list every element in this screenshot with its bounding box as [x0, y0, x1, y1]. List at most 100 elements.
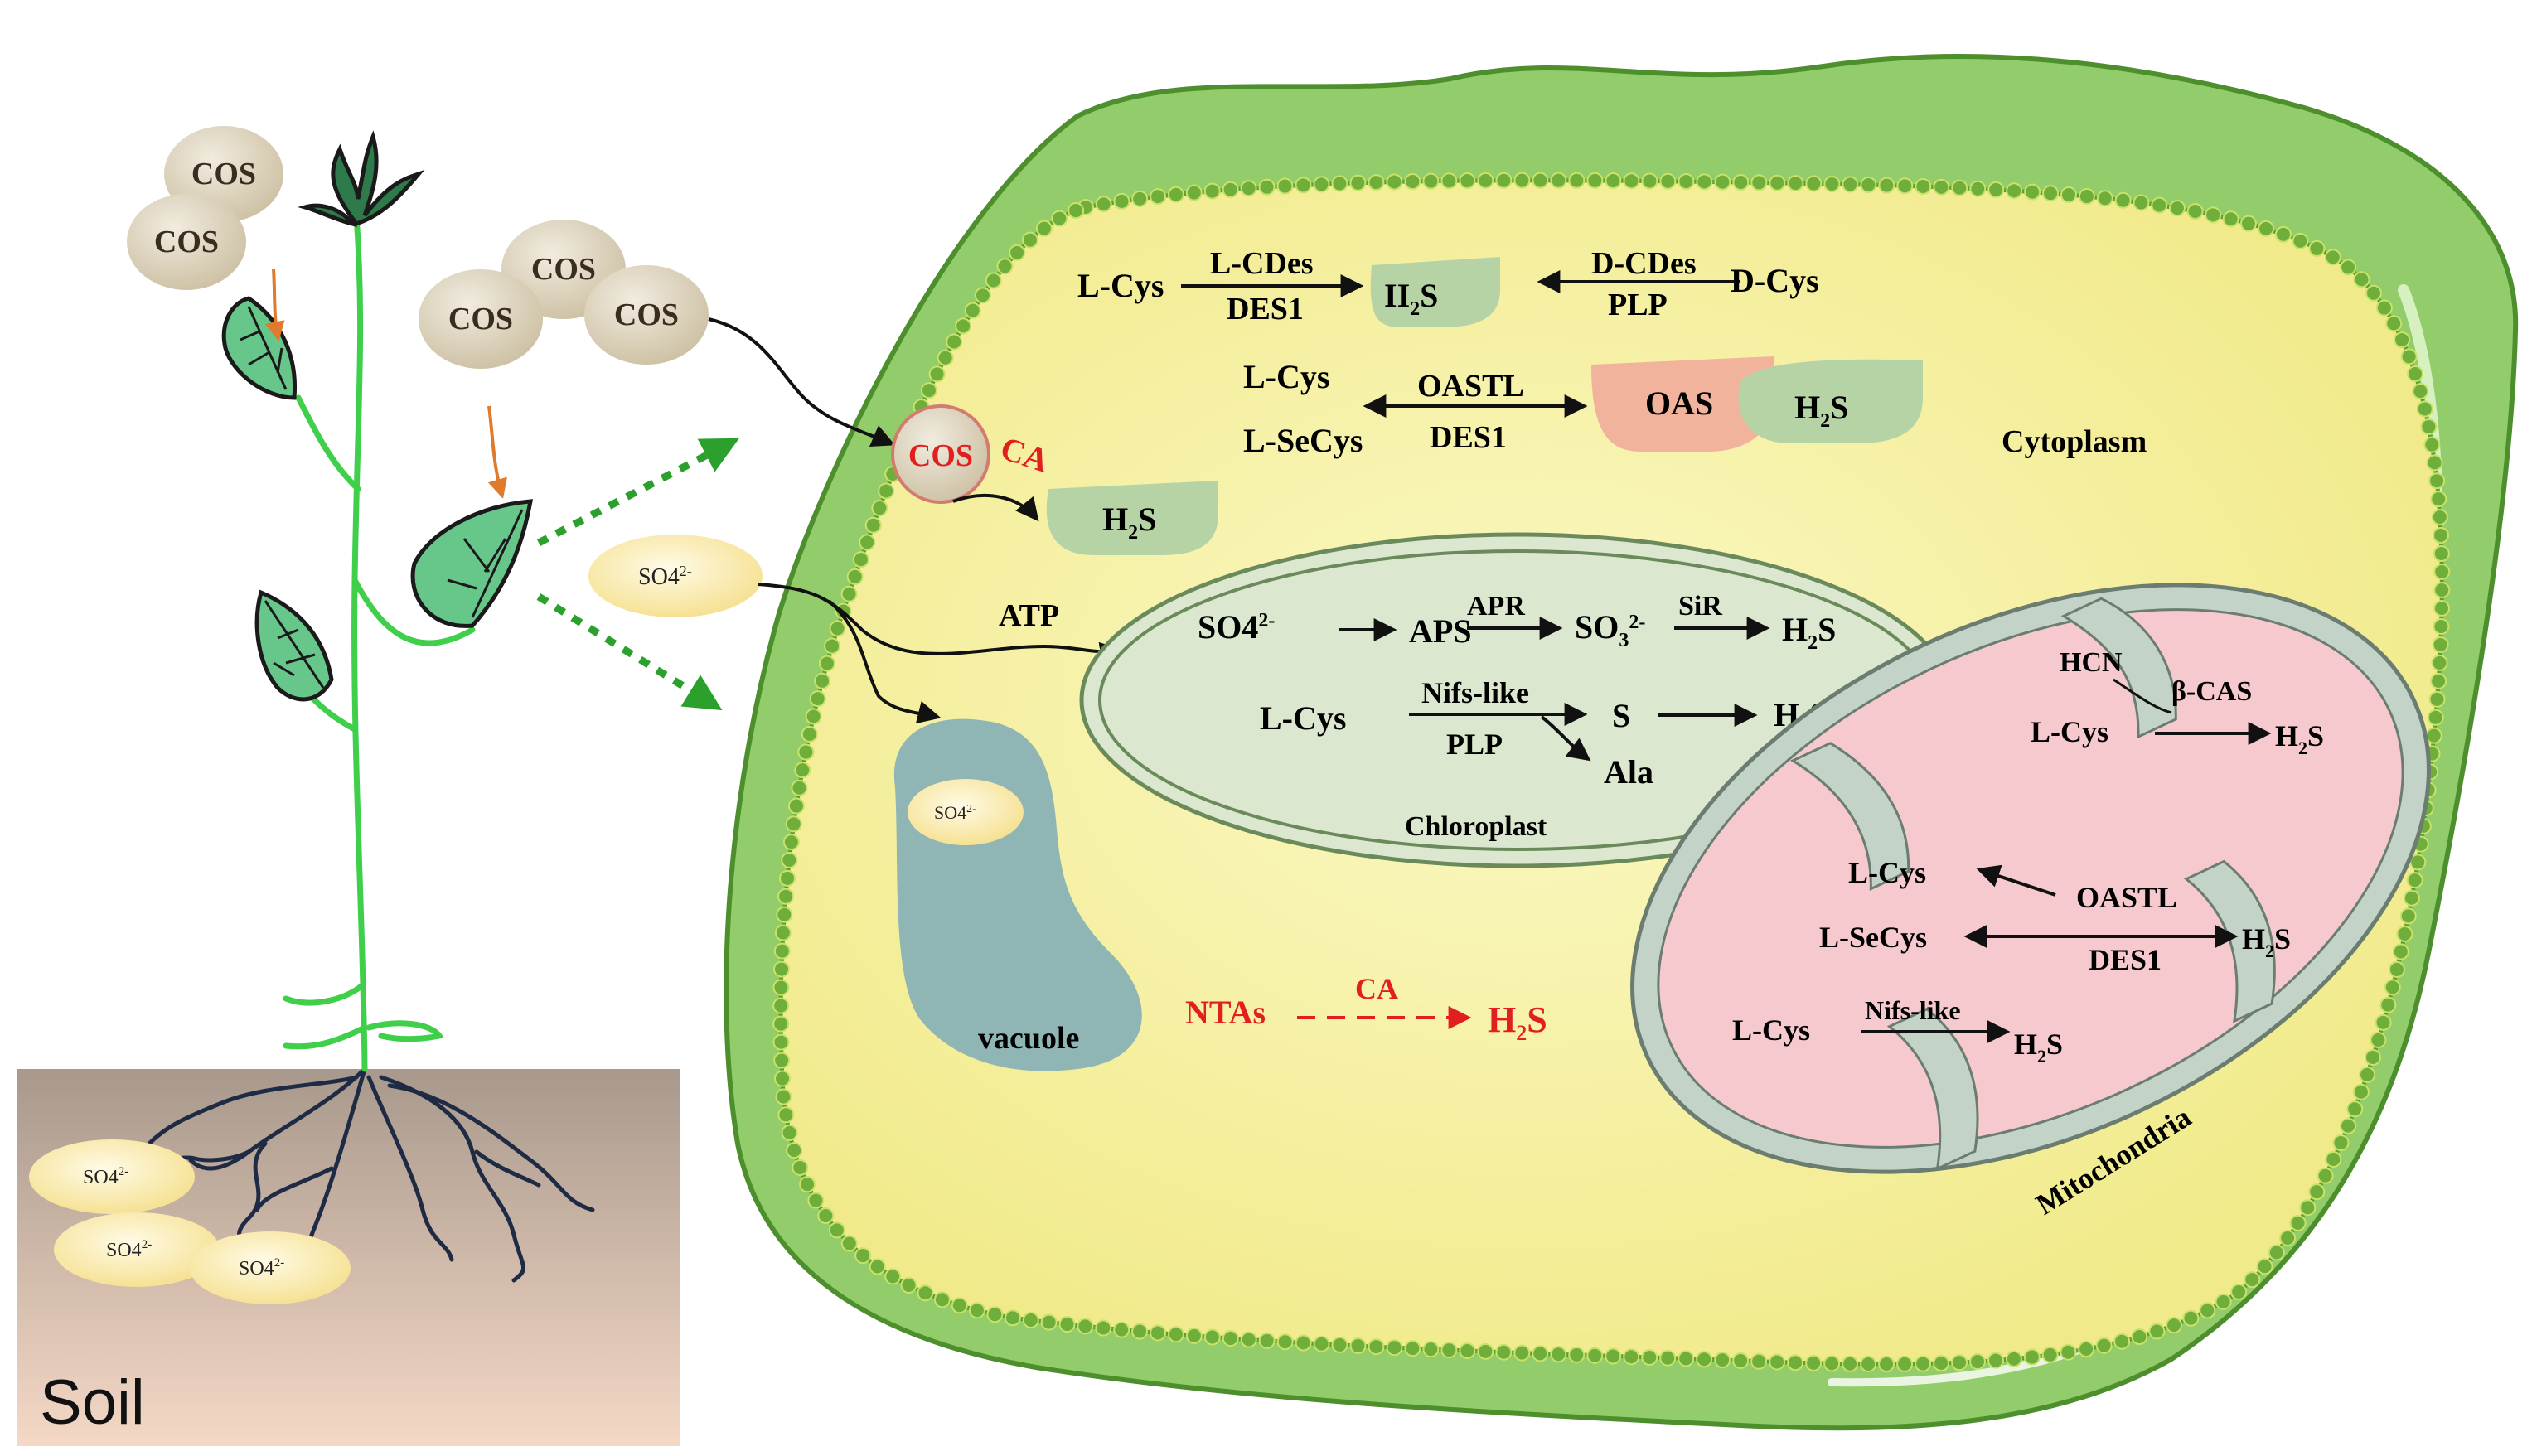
membrane-dot	[1459, 1342, 1476, 1359]
membrane-dot	[1258, 1332, 1276, 1349]
membrane-dot	[933, 1291, 951, 1308]
membrane-dot	[1678, 1350, 1695, 1367]
membrane-dot	[1750, 174, 1768, 191]
membrane-dot	[2244, 1271, 2261, 1289]
membrane-dot	[1009, 244, 1026, 261]
membrane-dot	[773, 1052, 791, 1069]
membrane-dot	[1878, 1356, 1895, 1373]
membrane-dot	[782, 834, 800, 851]
membrane-dot	[1805, 1354, 1823, 1371]
membrane-dot	[1113, 192, 1130, 210]
ala-label: Ala	[1604, 753, 1653, 791]
membrane-dot	[1787, 1354, 1804, 1371]
so4-charge: 2-	[274, 1256, 285, 1270]
aps-label: APS	[1409, 612, 1472, 650]
membrane-dot	[2205, 206, 2222, 224]
membrane-dot	[2114, 191, 2132, 209]
membrane-dot	[2324, 249, 2341, 266]
membrane-dot	[917, 1284, 934, 1302]
membrane-dot	[1051, 210, 1068, 227]
hcn-label: HCN	[2060, 647, 2123, 678]
svg-text:SO42-: SO42-	[239, 1256, 284, 1279]
membrane-dot	[2078, 1341, 2095, 1358]
svg-text:SO42-: SO42-	[83, 1165, 128, 1188]
membrane-dot	[846, 568, 864, 585]
membrane-dot	[2416, 400, 2433, 418]
membrane-dot	[2024, 183, 2041, 201]
membrane-dot	[2430, 491, 2447, 508]
membrane-dot	[1896, 1355, 1914, 1372]
membrane-dot	[2274, 225, 2292, 243]
so4-charge: 2-	[119, 1165, 129, 1178]
membrane-dot	[797, 743, 815, 761]
membrane-dot	[817, 1207, 835, 1225]
cyto-reaction-row1: L-Cys L-CDes DES1 II2S D-CDes PLP D-Cys	[1077, 246, 1819, 327]
membrane-dot	[1404, 1340, 1421, 1357]
membrane-dot	[807, 1192, 825, 1209]
membrane-dot	[2431, 654, 2448, 671]
membrane-dot	[2199, 1302, 2216, 1319]
membrane-dot	[1222, 181, 1239, 198]
cos-uptake-arrow-1	[264, 268, 285, 342]
membrane-dot	[1150, 1324, 1167, 1342]
membrane-dot	[1805, 175, 1823, 192]
membrane-dot	[1769, 174, 1786, 191]
membrane-dot	[1915, 178, 1932, 196]
membrane-dot	[2364, 1049, 2381, 1067]
membrane-dot	[928, 365, 946, 383]
cyto-reaction-row2: L-Cys L-SeCys OASTL DES1 OAS H2S	[1243, 356, 1923, 459]
membrane-dot	[2423, 436, 2441, 453]
membrane-dot	[777, 1106, 795, 1124]
membrane-dot	[1641, 172, 1658, 190]
membrane-dot	[1349, 174, 1367, 191]
membrane-dot	[1659, 172, 1677, 190]
cytoplasm-label: Cytoplasm	[2002, 424, 2147, 459]
membrane-dot	[2186, 202, 2204, 220]
so4-text: SO4	[106, 1240, 142, 1261]
cos-red-label: COS	[908, 438, 973, 473]
cos-bubble-4: COS	[419, 269, 543, 369]
svg-text:H2S: H2S	[1102, 501, 1156, 544]
membrane-dot	[2375, 1013, 2392, 1031]
membrane-dot	[1077, 1318, 1094, 1335]
membrane-dot	[1131, 190, 1149, 207]
membrane-dot	[2166, 1317, 2183, 1334]
svg-text:II2S: II2S	[1384, 277, 1438, 320]
membrane-dot	[1295, 177, 1312, 194]
soil-so4-bubble-2: SO42-	[54, 1212, 220, 1287]
green-dotted-arrow-2	[536, 593, 723, 711]
plant-leaf-3	[254, 589, 334, 702]
membrane-dot	[828, 1221, 845, 1239]
cos-label: COS	[154, 225, 219, 259]
membrane-dot	[1933, 1355, 1950, 1372]
membrane-dot	[2222, 210, 2239, 228]
membrane-dot	[2353, 271, 2370, 288]
lcys-label-mito-1: L-Cys	[2031, 715, 2108, 748]
membrane-dot	[1586, 172, 1604, 189]
membrane-dot	[2431, 509, 2448, 526]
membrane-dot	[2340, 1117, 2357, 1134]
membrane-dot	[1550, 1346, 1567, 1363]
membrane-dot	[1696, 1351, 1713, 1368]
membrane-dot	[2428, 472, 2446, 490]
cos-bubble-5: COS	[584, 265, 709, 365]
lsecys-label-mito: L-SeCys	[1819, 921, 1927, 954]
membrane-dot	[2365, 284, 2383, 302]
membrane-dot	[774, 1070, 792, 1087]
membrane-dot	[1532, 1345, 1549, 1362]
dcdes-label: D-CDes	[1591, 246, 1697, 281]
oastl-label-mito: OASTL	[2076, 881, 2177, 914]
membrane-dot	[2332, 1134, 2350, 1151]
membrane-dot	[2399, 907, 2417, 925]
membrane-dot	[1823, 176, 1841, 193]
membrane-dot	[781, 851, 798, 868]
svg-text:H2S: H2S	[2014, 1028, 2063, 1067]
membrane-dot	[2317, 1167, 2334, 1184]
membrane-dot	[871, 500, 888, 517]
membrane-dot	[786, 1142, 803, 1159]
membrane-dot	[2268, 1244, 2285, 1261]
mitochondria	[1630, 583, 2431, 1174]
membrane-dot	[840, 585, 858, 602]
membrane-dot	[2131, 1328, 2148, 1346]
